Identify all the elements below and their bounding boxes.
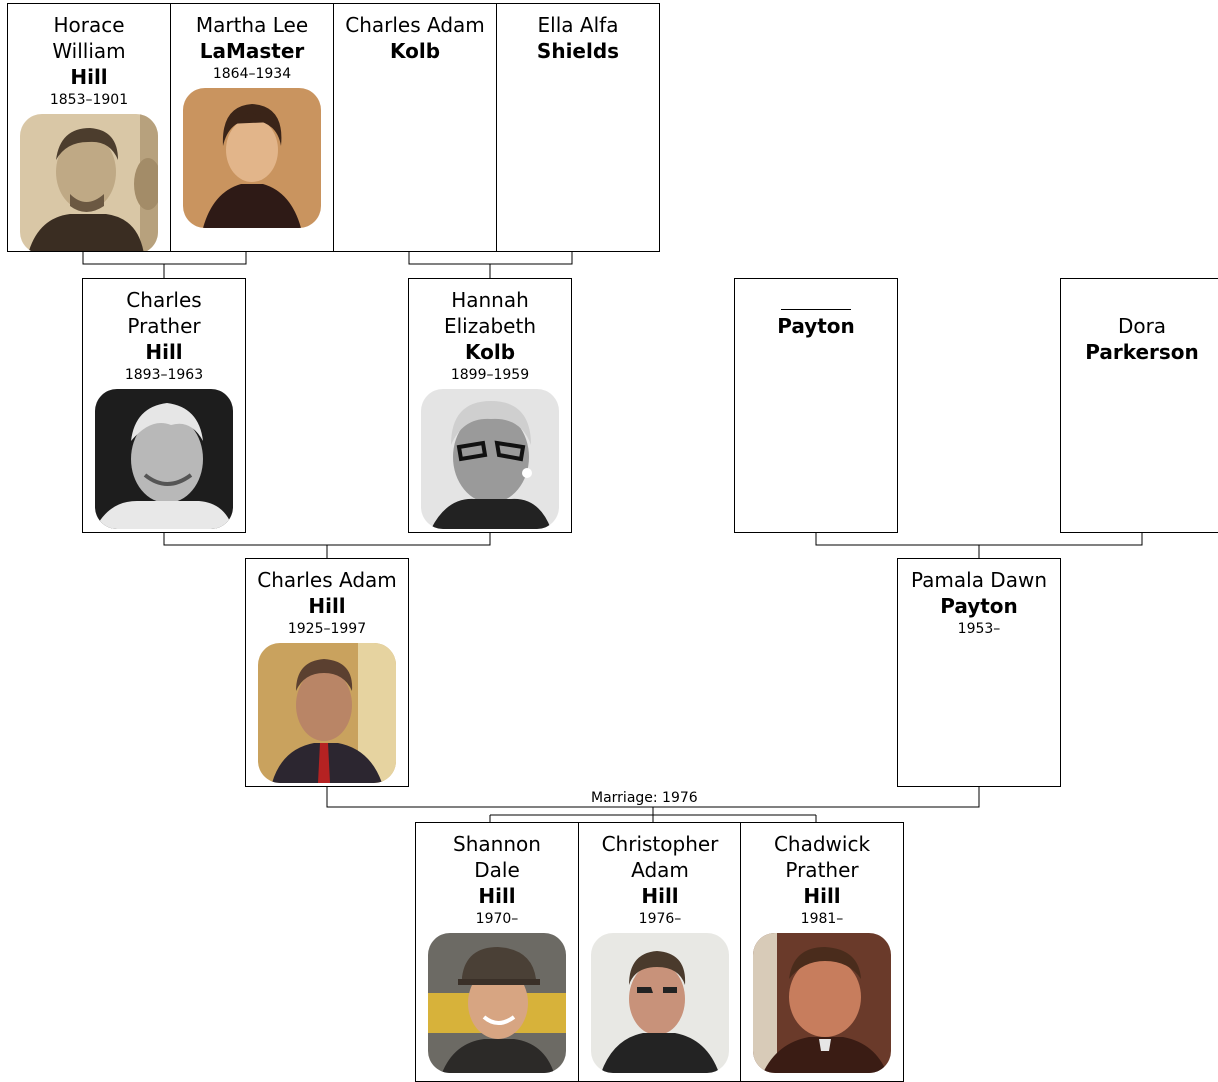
life-dates: 1893–1963 — [124, 367, 204, 383]
connector-line — [408, 251, 573, 278]
surname: Hill — [803, 884, 841, 908]
person-card-payton[interactable]: Payton — [734, 278, 898, 533]
given-name: Ella Alfa — [537, 13, 619, 37]
person-card-ella-alfa-shields[interactable]: Ella Alfa Shields — [496, 3, 660, 252]
person-card-charles-adam-hill[interactable]: Charles Adam Hill 1925–1997 — [245, 558, 409, 787]
portrait-photo — [20, 114, 158, 251]
surname: Hill — [70, 65, 108, 89]
person-card-chadwick-prather-hill[interactable]: Chadwick Prather Hill 1981– — [740, 822, 904, 1082]
surname: Payton — [940, 594, 1018, 618]
given-name: Hannah Elizabeth — [443, 288, 537, 338]
portrait-photo — [258, 643, 396, 783]
person-card-charles-adam-kolb[interactable]: Charles Adam Kolb — [333, 3, 497, 252]
connector-line — [163, 532, 491, 558]
surname: Shields — [536, 39, 620, 63]
life-dates: 1925–1997 — [287, 621, 367, 637]
life-dates: 1981– — [800, 911, 844, 927]
given-name: Charles Prather — [126, 288, 202, 338]
given-name: Charles Adam — [257, 568, 397, 592]
given-name: Charles Adam — [345, 13, 485, 37]
life-dates: 1970– — [475, 911, 519, 927]
person-card-dora-parkerson[interactable]: Dora Parkerson — [1060, 278, 1218, 533]
given-name: Shannon Dale — [453, 832, 541, 882]
marriage-label: Marriage: 1976 — [589, 790, 700, 806]
surname: Hill — [641, 884, 679, 908]
given-name: Chadwick Prather — [773, 832, 871, 882]
given-name-unknown — [735, 287, 897, 313]
surname: Kolb — [464, 340, 516, 364]
surname: LaMaster — [199, 39, 305, 63]
portrait-photo — [591, 933, 729, 1073]
portrait-photo — [421, 389, 559, 529]
surname: Hill — [145, 340, 183, 364]
surname: Hill — [478, 884, 516, 908]
surname: Payton — [777, 314, 855, 338]
life-dates: 1953– — [957, 621, 1001, 637]
given-name: Dora — [1117, 314, 1167, 338]
life-dates: 1864–1934 — [212, 66, 292, 82]
life-dates: 1853–1901 — [49, 92, 129, 108]
person-card-charles-prather-hill[interactable]: Charles Prather Hill 1893–1963 — [82, 278, 246, 533]
portrait-photo — [95, 389, 233, 529]
person-card-martha-lamaster[interactable]: Martha Lee LaMaster 1864–1934 — [170, 3, 334, 252]
given-name: Martha Lee — [195, 13, 309, 37]
surname: Kolb — [389, 39, 441, 63]
person-card-shannon-dale-hill[interactable]: Shannon Dale Hill 1970– — [415, 822, 579, 1082]
life-dates: 1976– — [638, 911, 682, 927]
person-card-hannah-elizabeth-kolb[interactable]: Hannah Elizabeth Kolb 1899–1959 — [408, 278, 572, 533]
portrait-photo — [183, 88, 321, 228]
portrait-photo — [428, 933, 566, 1073]
connector-line — [82, 251, 247, 278]
given-name: Christopher Adam — [601, 832, 719, 882]
given-name: Horace William — [52, 13, 126, 63]
given-name: Pamala Dawn — [910, 568, 1047, 592]
person-card-christopher-adam-hill[interactable]: Christopher Adam Hill 1976– — [578, 822, 742, 1082]
connector-line — [815, 532, 1143, 558]
portrait-photo — [753, 933, 891, 1073]
connector-line — [326, 786, 980, 822]
person-card-pamala-dawn-payton[interactable]: Pamala Dawn Payton 1953– — [897, 558, 1061, 787]
life-dates: 1899–1959 — [450, 367, 530, 383]
surname: Hill — [308, 594, 346, 618]
surname: Parkerson — [1085, 340, 1199, 364]
person-card-horace-hill[interactable]: Horace William Hill 1853–1901 — [7, 3, 171, 252]
